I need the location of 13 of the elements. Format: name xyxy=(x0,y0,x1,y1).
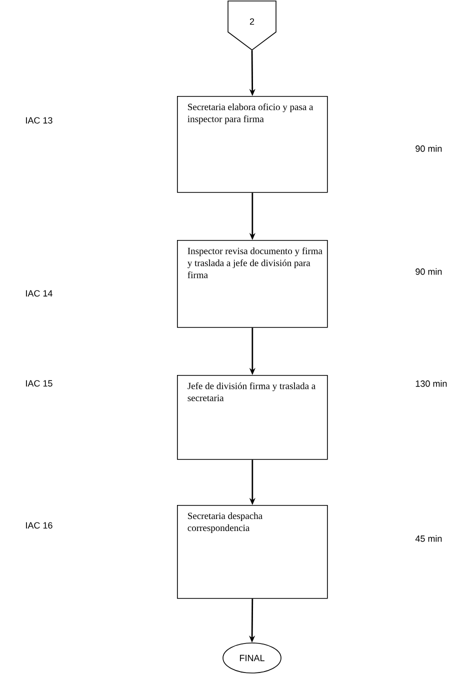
off-page-connector: 2 xyxy=(228,0,276,50)
side-label: IAC 16 xyxy=(26,522,52,529)
side-label: IAC 14 xyxy=(26,290,52,297)
side-label: 45 min xyxy=(415,535,442,542)
side-label: IAC 15 xyxy=(26,380,52,387)
side-label: 130 min xyxy=(416,380,447,387)
process-box: Inspector revisa documento y firma y traslada a jefe de división para firma xyxy=(177,240,328,328)
side-label: IAC 13 xyxy=(26,117,52,124)
side-label: 90 min xyxy=(416,145,442,152)
process-box: Jefe de división firma y traslada a secretaria xyxy=(177,375,328,460)
process-box: Secretaria elabora oficio y pasa a inspector para firma xyxy=(177,96,328,193)
side-label: 90 min xyxy=(416,268,442,275)
process-box: Secretaria despacha correspondencia xyxy=(177,505,328,599)
